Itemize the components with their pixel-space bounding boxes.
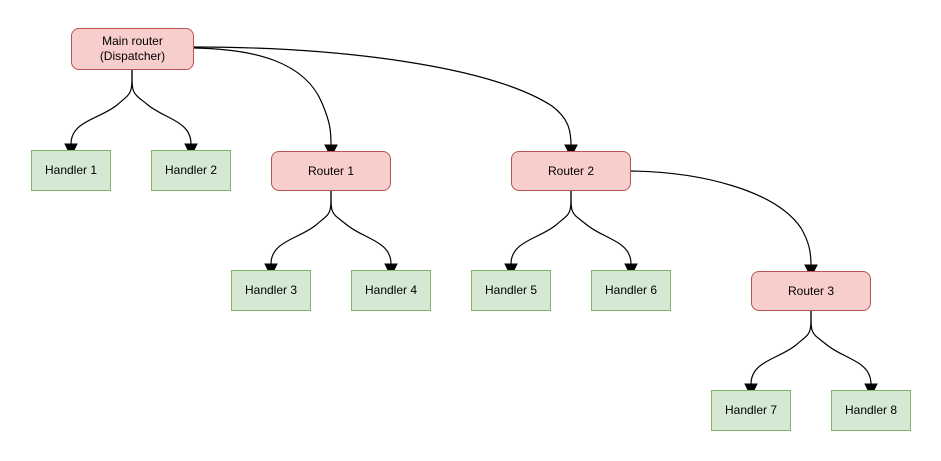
edge-main-to-router2 bbox=[193, 46, 572, 146]
node-handler7[interactable]: Handler 7 bbox=[711, 390, 791, 431]
edge-main-to-handler1 bbox=[70, 69, 133, 145]
node-router2[interactable]: Router 2 bbox=[511, 151, 631, 191]
node-handler6-label: Handler 6 bbox=[604, 283, 658, 297]
edge-router2-to-handler5 bbox=[510, 190, 572, 265]
node-handler4[interactable]: Handler 4 bbox=[351, 270, 431, 311]
node-handler2-label: Handler 2 bbox=[164, 163, 218, 177]
node-handler6[interactable]: Handler 6 bbox=[591, 270, 671, 311]
node-handler3[interactable]: Handler 3 bbox=[231, 270, 311, 311]
node-handler5[interactable]: Handler 5 bbox=[471, 270, 551, 311]
node-router2-label: Router 2 bbox=[547, 163, 595, 178]
node-handler7-label: Handler 7 bbox=[724, 403, 778, 417]
node-handler8-label: Handler 8 bbox=[844, 403, 898, 417]
edge-main-to-handler2 bbox=[131, 69, 192, 145]
node-main[interactable]: Main router (Dispatcher) bbox=[71, 28, 194, 70]
edge-router3-to-handler8 bbox=[810, 310, 872, 385]
edge-router1-to-handler3 bbox=[270, 190, 332, 265]
node-handler1[interactable]: Handler 1 bbox=[31, 150, 111, 191]
node-handler5-label: Handler 5 bbox=[484, 283, 538, 297]
node-router1[interactable]: Router 1 bbox=[271, 151, 391, 191]
node-router3[interactable]: Router 3 bbox=[751, 271, 871, 311]
node-handler3-label: Handler 3 bbox=[244, 283, 298, 297]
node-router1-label: Router 1 bbox=[307, 163, 355, 178]
node-handler4-label: Handler 4 bbox=[364, 283, 418, 297]
node-handler8[interactable]: Handler 8 bbox=[831, 390, 911, 431]
node-main-label: Main router (Dispatcher) bbox=[99, 34, 166, 63]
edge-router1-to-handler4 bbox=[330, 190, 392, 265]
edge-router2-to-router3 bbox=[630, 170, 812, 266]
edge-router3-to-handler7 bbox=[750, 310, 812, 385]
edge-router2-to-handler6 bbox=[570, 190, 632, 265]
node-handler2[interactable]: Handler 2 bbox=[151, 150, 231, 191]
node-router3-label: Router 3 bbox=[787, 283, 835, 298]
edge-main-to-router1 bbox=[193, 47, 332, 146]
node-handler1-label: Handler 1 bbox=[44, 163, 98, 177]
